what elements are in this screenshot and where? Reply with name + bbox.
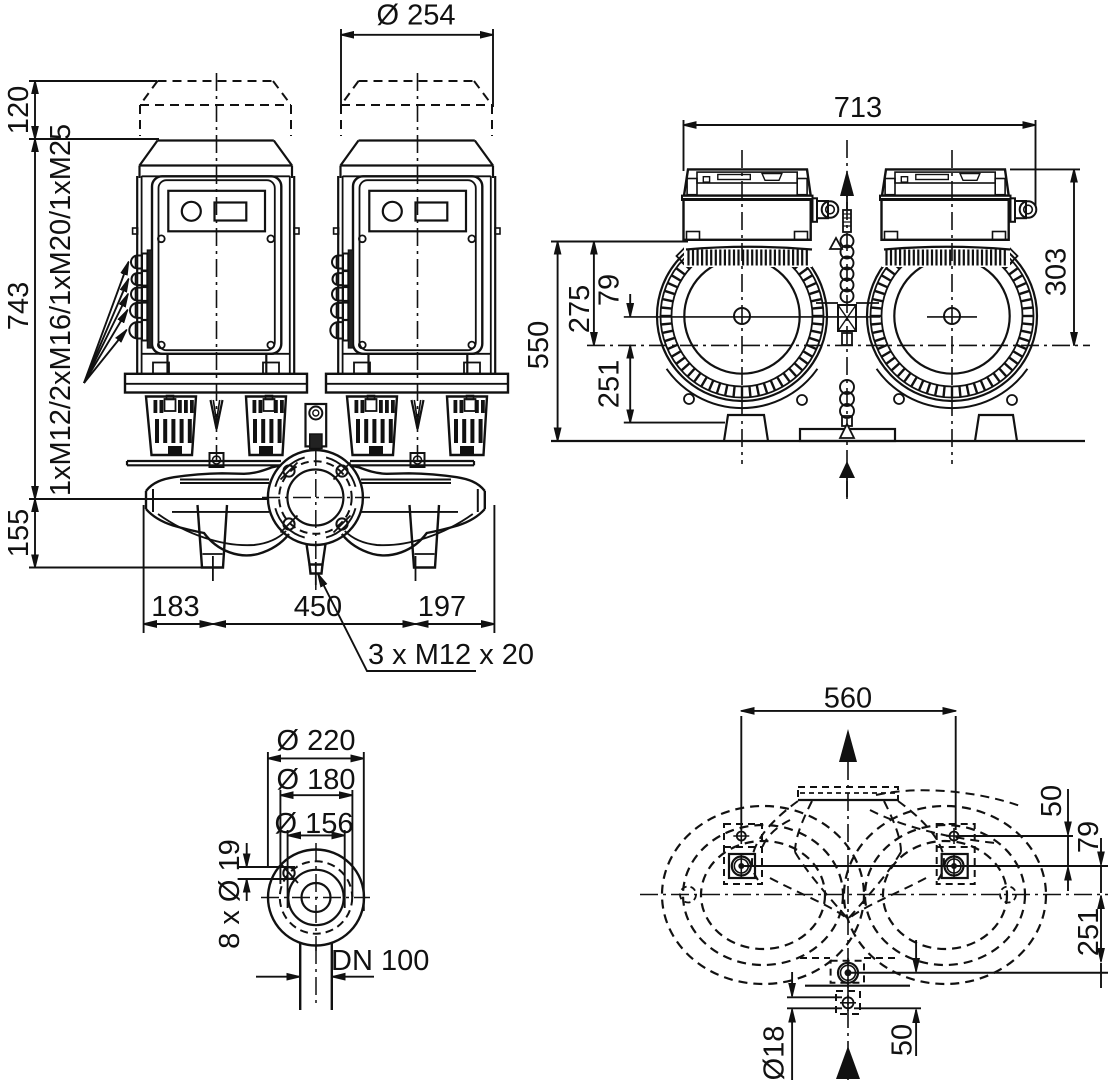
svg-text:8 x Ø 19: 8 x Ø 19 (214, 839, 246, 949)
svg-text:713: 713 (834, 92, 882, 124)
svg-text:743: 743 (3, 282, 35, 330)
svg-text:275: 275 (564, 285, 596, 333)
svg-text:Ø 254: Ø 254 (377, 0, 456, 32)
svg-text:251: 251 (1073, 908, 1105, 956)
svg-text:183: 183 (151, 591, 199, 623)
svg-text:251: 251 (594, 360, 626, 408)
svg-text:560: 560 (824, 683, 872, 715)
svg-text:DN 100: DN 100 (331, 945, 429, 977)
svg-text:197: 197 (418, 591, 466, 623)
svg-text:3 x M12 x 20: 3 x M12 x 20 (368, 639, 534, 671)
svg-text:Ø 220: Ø 220 (277, 725, 356, 757)
svg-text:155: 155 (3, 509, 35, 557)
svg-text:120: 120 (3, 86, 35, 134)
svg-text:50: 50 (887, 1024, 919, 1056)
svg-text:50: 50 (1036, 785, 1068, 817)
svg-text:1xM12/2xM16/1xM20/1xM25: 1xM12/2xM16/1xM20/1xM25 (45, 124, 77, 496)
svg-text:Ø 180: Ø 180 (277, 764, 356, 796)
svg-text:79: 79 (1073, 821, 1105, 853)
svg-text:79: 79 (594, 274, 626, 306)
svg-text:550: 550 (523, 321, 555, 369)
svg-text:303: 303 (1041, 248, 1073, 296)
svg-text:Ø18: Ø18 (759, 1026, 791, 1080)
